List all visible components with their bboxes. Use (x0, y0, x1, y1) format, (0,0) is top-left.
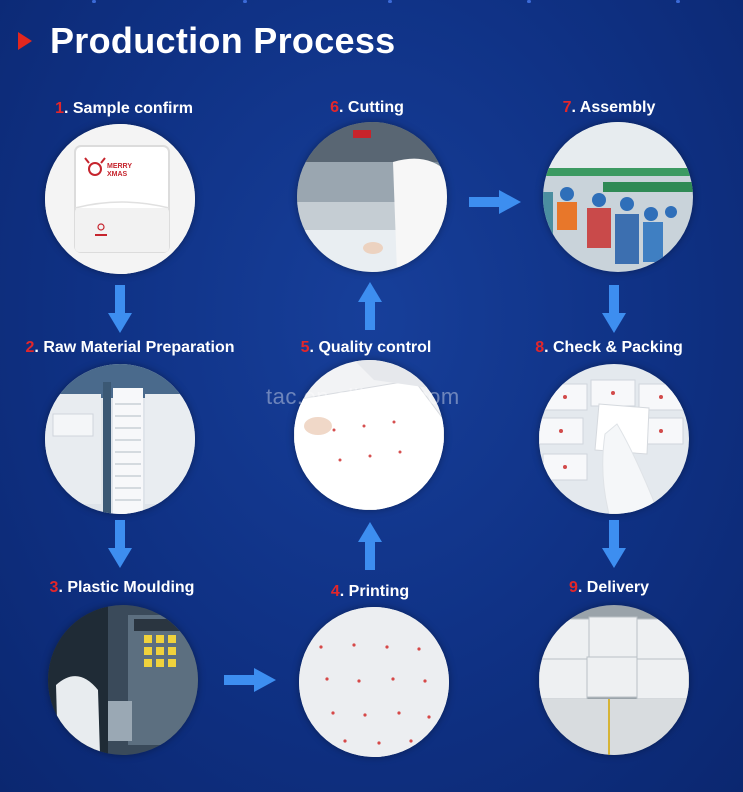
step-1-photo: MERRY XMAS (45, 124, 195, 274)
page-title: Production Process (50, 20, 396, 61)
step-1-label: 1. Sample confirm (55, 100, 193, 117)
red-triangle-icon (18, 32, 32, 50)
step-5-photo (294, 360, 444, 510)
arrow-right-3-to-4 (224, 668, 276, 692)
step-3-photo (48, 605, 198, 755)
card-brand-line2: XMAS (107, 171, 128, 178)
step-6-photo (297, 122, 447, 272)
step-7-photo (543, 122, 693, 272)
arrow-down-7-to-8 (602, 285, 626, 333)
step-3-label: 3. Plastic Moulding (49, 579, 195, 596)
sample-card-illustration: MERRY XMAS (45, 124, 195, 274)
step-2-photo (45, 364, 195, 514)
step-5-label: 5. Quality control (300, 339, 432, 356)
step-7-label: 7. Assembly (562, 99, 656, 116)
arrow-up-4-to-5 (358, 522, 382, 570)
arrow-up-5-to-6 (358, 282, 382, 330)
step-8-photo (539, 364, 689, 514)
card-brand-line1: MERRY (107, 163, 132, 170)
arrow-down-8-to-9 (602, 520, 626, 568)
step-2-label: 2. Raw Material Preparation (25, 339, 235, 356)
step-8-label: 8. Check & Packing (535, 339, 683, 356)
step-9-photo (539, 605, 689, 755)
arrow-down-2-to-3 (108, 520, 132, 568)
top-strip (0, 0, 743, 4)
arrow-down-1-to-2 (108, 285, 132, 333)
page-header: Production Process (18, 18, 395, 64)
step-9-label: 9. Delivery (568, 579, 650, 596)
watermark: tac.en.alibaba.com (266, 384, 460, 409)
step-4-label: 4. Printing (330, 583, 410, 600)
step-6-label: 6. Cutting (330, 99, 404, 116)
step-4-photo (299, 607, 449, 757)
arrow-right-6-to-7 (469, 190, 521, 214)
